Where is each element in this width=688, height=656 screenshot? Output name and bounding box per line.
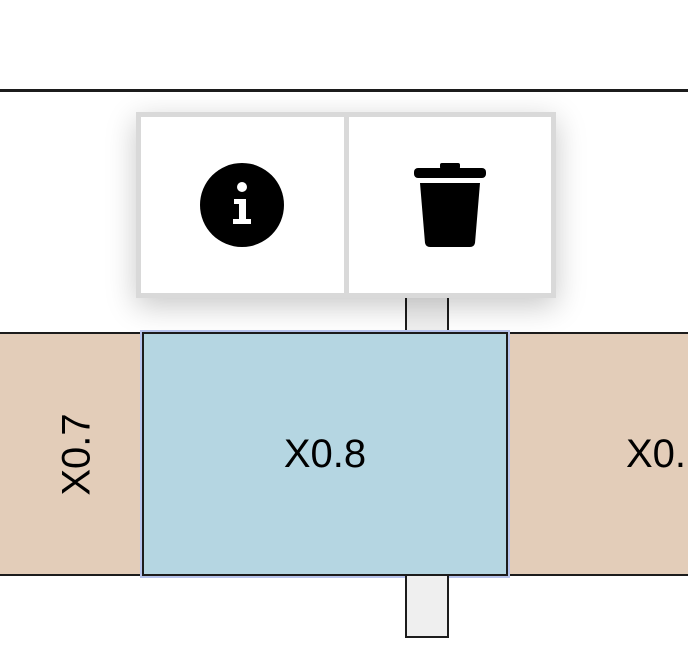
- info-button[interactable]: [141, 117, 344, 293]
- connector-bottom: [405, 574, 449, 638]
- context-popup: [136, 112, 556, 298]
- cell-row: X0.7 X0.8 X0.: [0, 332, 688, 576]
- cell-left[interactable]: X0.7: [0, 334, 140, 574]
- cell-selected-label: X0.8: [283, 431, 367, 476]
- connector-top: [405, 292, 449, 334]
- info-icon: [200, 163, 285, 247]
- top-border-line: [0, 89, 688, 92]
- trash-icon: [413, 163, 486, 247]
- cell-selected[interactable]: X0.8: [142, 332, 508, 576]
- cell-right[interactable]: X0.: [510, 334, 688, 574]
- cell-right-label: X0.: [626, 431, 687, 476]
- cell-left-label: X0.7: [54, 412, 99, 496]
- delete-button[interactable]: [348, 117, 551, 293]
